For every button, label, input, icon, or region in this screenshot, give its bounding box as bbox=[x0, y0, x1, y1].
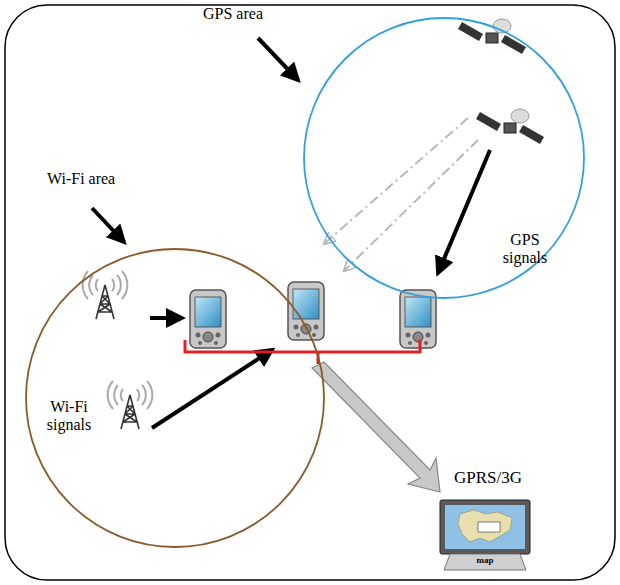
phone bbox=[190, 290, 226, 348]
bracket bbox=[185, 340, 420, 364]
area-circle bbox=[304, 18, 584, 298]
satellite bbox=[476, 109, 544, 144]
monitor-screen bbox=[445, 505, 525, 549]
area-label: GPS area bbox=[203, 5, 293, 23]
node-text: map bbox=[465, 555, 505, 565]
gps-area: GPS areaGPS signals bbox=[303, 17, 585, 299]
node-text: GPS signals bbox=[493, 231, 557, 268]
pointer-arrow bbox=[258, 38, 298, 80]
phone bbox=[288, 282, 324, 340]
area-label: GPRS/3G bbox=[454, 468, 564, 488]
monitor-base bbox=[444, 554, 526, 570]
gps-signal bbox=[345, 140, 478, 270]
gps-signal bbox=[438, 150, 490, 273]
area-circle bbox=[26, 249, 324, 547]
wifi-signal bbox=[152, 350, 272, 428]
area-label: Wi-Fi area bbox=[47, 170, 147, 188]
map-callout bbox=[478, 522, 500, 532]
transfer-arrow bbox=[312, 362, 440, 492]
pointer-arrow bbox=[92, 208, 124, 242]
outer-frame bbox=[5, 5, 615, 580]
map-land bbox=[458, 510, 512, 542]
gps-signal bbox=[325, 118, 468, 243]
satellite bbox=[458, 19, 526, 54]
node-text: Wi-Fi signals bbox=[37, 398, 101, 435]
wifi-signal bbox=[150, 316, 182, 320]
phone bbox=[400, 290, 436, 348]
wifi-tower bbox=[108, 381, 153, 429]
map-monitor: GPRS/3Gmap bbox=[440, 500, 530, 572]
wifi-tower bbox=[83, 271, 128, 319]
wifi-area: Wi-Fi areaWi-Fi signals bbox=[25, 248, 325, 548]
monitor-frame bbox=[440, 500, 530, 554]
